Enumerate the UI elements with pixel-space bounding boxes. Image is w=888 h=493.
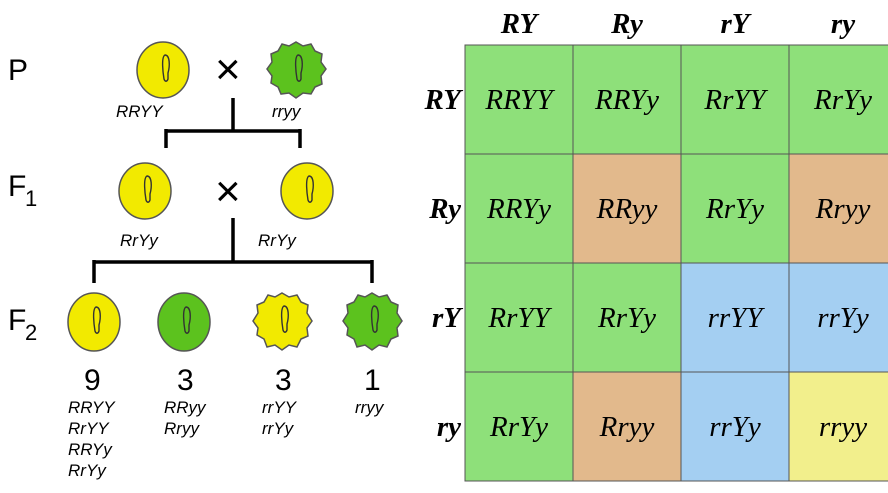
cell-0-3 xyxy=(788,44,888,155)
cell-2-3 xyxy=(788,262,888,373)
cell-text-3-2: rrYy xyxy=(709,411,761,443)
f2-genotype-1-0: RRyy xyxy=(164,398,207,417)
generation-f1-label: F 1 xyxy=(8,170,37,211)
f2-count-1: 3 xyxy=(177,364,194,397)
f2-genotype-0-1: RrYY xyxy=(68,419,110,438)
cell-3-2 xyxy=(680,371,790,482)
cell-text-0-3: RrYy xyxy=(813,84,872,116)
cross-diagram: P F 1 F 2 × RRYY rryy xyxy=(8,41,403,480)
pea-f1-right xyxy=(280,162,334,220)
f1-to-f2-connector xyxy=(92,218,374,283)
cell-1-0 xyxy=(464,153,574,264)
cell-text-0-0: RRYY xyxy=(484,84,555,116)
pea-f1-left xyxy=(118,162,172,220)
cell-text-2-3: rrYy xyxy=(817,302,869,334)
generation-f2-subscript: 2 xyxy=(25,320,37,345)
pea-f2-green-round xyxy=(157,292,211,352)
pea-f2-green-wrinkled xyxy=(342,292,403,351)
cross-symbol: × xyxy=(215,45,241,94)
col-header-1: Ry xyxy=(610,8,643,40)
cell-1-2 xyxy=(680,153,790,264)
row-header-1: Ry xyxy=(428,193,461,225)
svg-text:F: F xyxy=(8,304,26,337)
cell-text-2-2: rrYY xyxy=(708,302,766,334)
row-header-0: RY xyxy=(423,84,463,116)
f1-right-genotype: RrYy xyxy=(258,231,297,250)
p-to-f1-connector xyxy=(164,98,302,148)
f2-genotype-0-2: RRYy xyxy=(68,440,113,459)
cell-text-0-1: RRYy xyxy=(594,84,659,116)
pea-f2-yellow-wrinkled xyxy=(252,292,313,351)
cell-text-2-0: RrYY xyxy=(487,302,552,334)
cross-symbol-f1: × xyxy=(215,167,241,216)
col-header-3: ry xyxy=(831,8,855,40)
pea-f2-yellow-round xyxy=(67,292,121,352)
parent-left-genotype: RRYY xyxy=(116,102,164,121)
cell-text-3-1: Rryy xyxy=(599,411,655,443)
generation-f1-subscript: 1 xyxy=(25,186,37,211)
cell-text-3-0: RrYy xyxy=(489,411,548,443)
pea-green-wrinkled xyxy=(266,41,327,99)
pea-yellow-round xyxy=(136,41,190,99)
cell-text-1-2: RrYy xyxy=(705,193,764,225)
cell-0-2 xyxy=(680,44,790,155)
f2-genotype-2-0: rrYY xyxy=(262,398,298,417)
cell-3-3 xyxy=(788,371,888,482)
cell-text-2-1: RrYy xyxy=(597,302,656,334)
f2-genotype-2-1: rrYy xyxy=(262,419,295,438)
parent-right-genotype: rryy xyxy=(272,102,302,121)
cell-0-0 xyxy=(464,44,574,155)
cell-2-2 xyxy=(680,262,790,373)
cell-3-1 xyxy=(572,371,682,482)
generation-p-label: P xyxy=(8,54,28,87)
cell-text-1-0: RRYy xyxy=(486,193,551,225)
col-header-0: RY xyxy=(500,8,540,40)
cell-0-1 xyxy=(572,44,682,155)
cell-2-0 xyxy=(464,262,574,373)
col-header-2: rY xyxy=(721,8,752,40)
f2-count-3: 1 xyxy=(364,364,381,397)
f2-genotype-0-3: RrYy xyxy=(68,461,107,480)
cell-text-0-2: RrYY xyxy=(703,84,768,116)
cell-text-1-3: Rryy xyxy=(815,193,871,225)
f2-genotype-1-1: Rryy xyxy=(164,419,200,438)
cell-text-1-1: RRyy xyxy=(596,193,658,225)
cell-3-0 xyxy=(464,371,574,482)
cell-1-3 xyxy=(788,153,888,264)
cell-text-3-3: rryy xyxy=(819,411,867,443)
f2-count-2: 3 xyxy=(275,364,292,397)
punnett-square: RY Ry rY ry RY Ry rY ry RRYY RRYy RrYY R… xyxy=(423,8,888,482)
f2-genotype-0-0: RRYY xyxy=(68,398,116,417)
row-header-2: rY xyxy=(432,302,463,334)
svg-text:F: F xyxy=(8,170,26,203)
f1-left-genotype: RrYy xyxy=(120,231,159,250)
generation-f2-label: F 2 xyxy=(8,304,37,345)
f2-count-0: 9 xyxy=(84,364,101,397)
cell-2-1 xyxy=(572,262,682,373)
row-header-3: ry xyxy=(437,411,461,443)
cell-1-1 xyxy=(572,153,682,264)
f2-genotype-3-0: rryy xyxy=(355,398,385,417)
